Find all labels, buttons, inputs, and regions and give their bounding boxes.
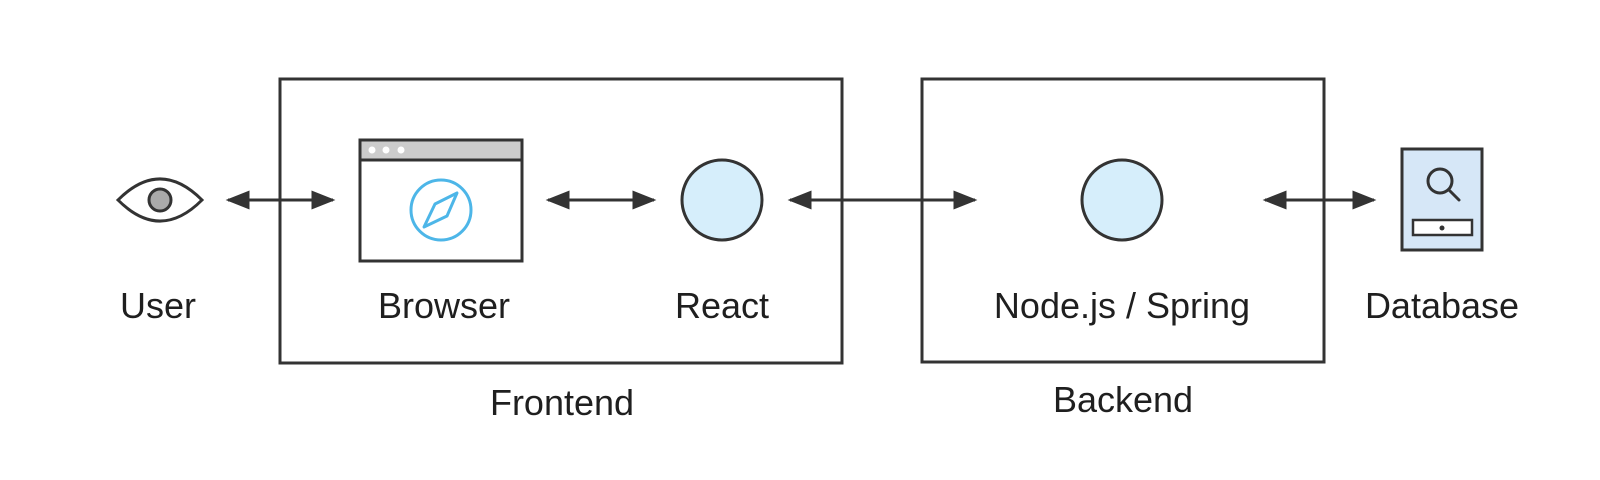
backend-group-box — [920, 77, 1326, 364]
server-node — [1080, 158, 1164, 242]
database-search-icon — [1400, 147, 1484, 252]
react-node — [680, 158, 764, 242]
backend-group-label: Backend — [1053, 379, 1193, 420]
frontend-group-label: Frontend — [490, 382, 634, 423]
database-label: Database — [1365, 285, 1519, 326]
browser-window-icon — [358, 138, 524, 263]
react-label: React — [675, 285, 769, 326]
user-label: User — [120, 285, 196, 326]
frontend-group-box — [278, 77, 844, 365]
server-label: Node.js / Spring — [994, 285, 1250, 326]
eye-icon — [115, 177, 205, 223]
browser-label: Browser — [378, 285, 510, 326]
compass-icon — [409, 178, 473, 242]
